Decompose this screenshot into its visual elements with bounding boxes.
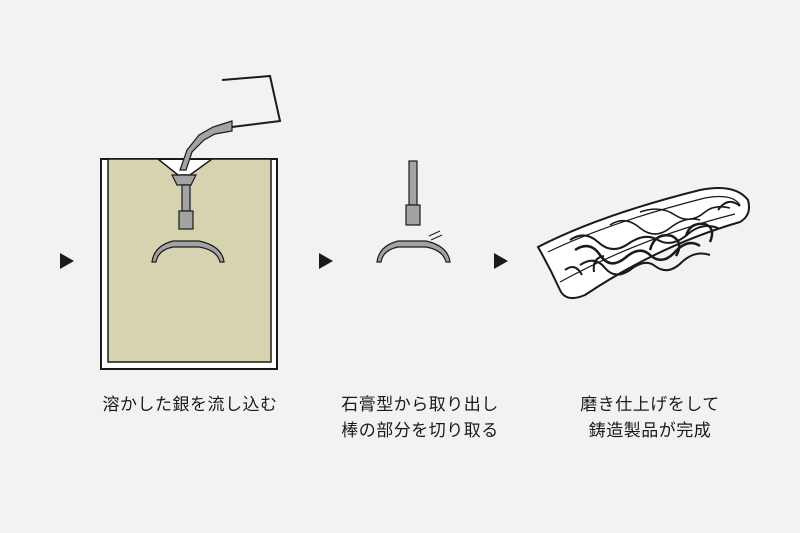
cut-sprue-icon [376, 160, 451, 263]
triangle-arrow-icon [319, 253, 333, 269]
step-1-caption: 溶かした銀を流し込む [60, 392, 320, 418]
finished-bangle-icon [536, 187, 750, 300]
caption-line: 磨き仕上げをして [580, 395, 720, 415]
caption-line: 鋳造製品が完成 [588, 421, 712, 441]
step-2-caption: 石膏型から取り出し 棒の部分を切り取る [290, 392, 550, 444]
step-3-caption: 磨き仕上げをして 鋳造製品が完成 [520, 392, 780, 444]
triangle-arrow-icon [60, 253, 74, 269]
caption-line: 石膏型から取り出し [341, 395, 499, 415]
casting-mold-icon [100, 74, 282, 370]
caption-line: 溶かした銀を流し込む [102, 395, 278, 415]
caption-line: 棒の部分を切り取る [341, 421, 499, 441]
triangle-arrow-icon [494, 253, 508, 269]
